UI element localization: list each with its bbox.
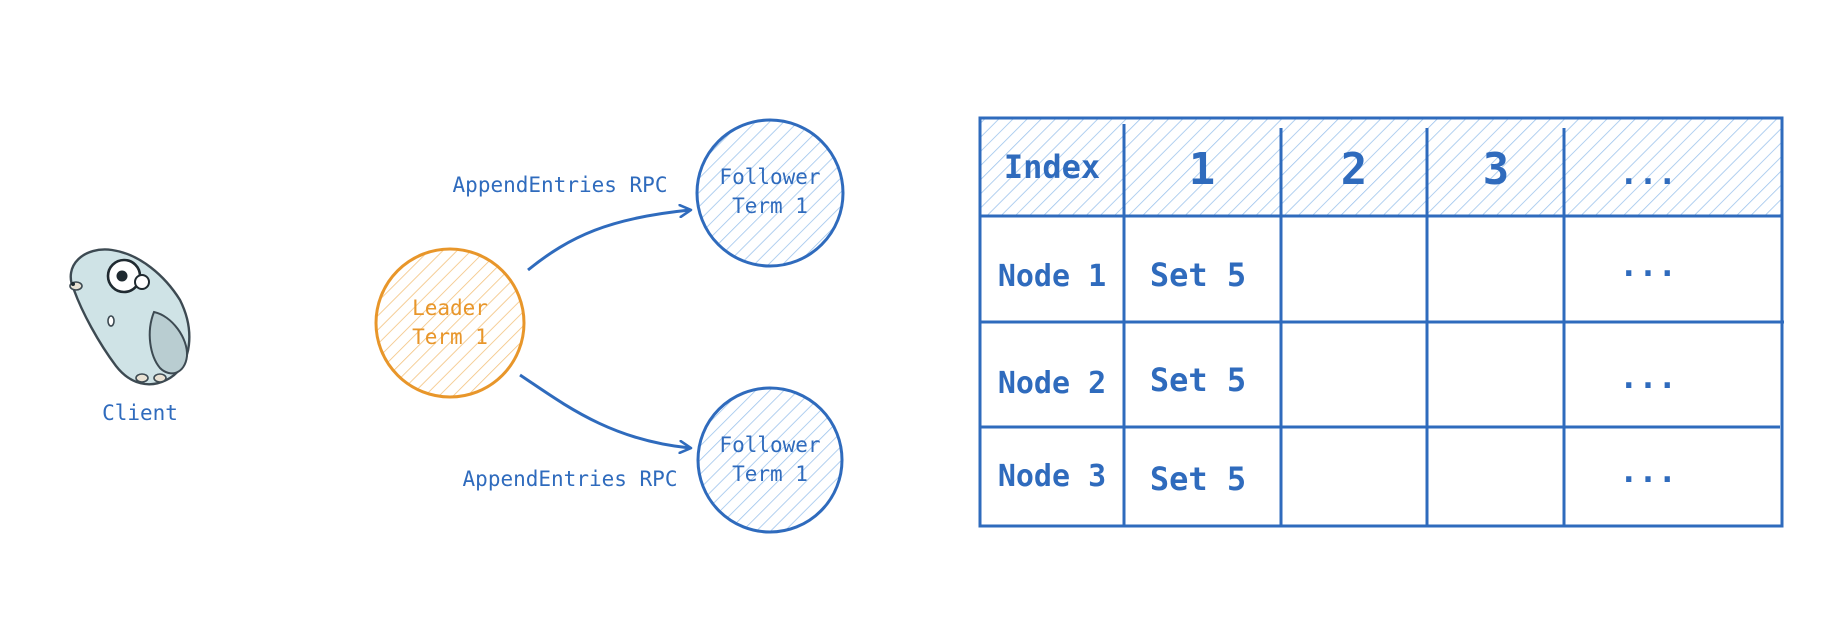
rpc-label-bottom: AppendEntries RPC xyxy=(463,467,678,491)
header-cell-index: Index xyxy=(1004,148,1100,186)
follower-2-role-label: Follower xyxy=(719,433,820,457)
follower-2-term-label: Term 1 xyxy=(732,462,808,486)
row-2-entry-1: Set 5 xyxy=(1150,361,1246,399)
log-table: Index 1 2 3 ... Node 1 Set 5 ... Node 2 … xyxy=(978,116,1784,528)
leader-role-label: Leader xyxy=(412,296,488,320)
follower-node-1: Follower Term 1 xyxy=(695,118,845,268)
header-cell-more: ... xyxy=(1619,154,1677,192)
header-cell-1: 1 xyxy=(1189,144,1216,195)
follower-1-circle xyxy=(695,118,845,268)
leader-node: Leader Term 1 xyxy=(374,247,526,399)
leader-circle xyxy=(374,247,526,399)
row-2-node-label: Node 2 xyxy=(998,366,1106,401)
row-3-entry-1: Set 5 xyxy=(1150,460,1246,498)
row-1-entry-more: ... xyxy=(1619,246,1677,284)
row-1-node-label: Node 1 xyxy=(998,259,1106,294)
follower-1-role-label: Follower xyxy=(719,165,820,189)
client-node: Client xyxy=(69,248,191,425)
follower-1-term-label: Term 1 xyxy=(732,194,808,218)
row-1-entry-1: Set 5 xyxy=(1150,256,1246,294)
log-table-header-band xyxy=(980,118,1782,216)
header-cell-2: 2 xyxy=(1341,144,1368,195)
leader-term-label: Term 1 xyxy=(412,325,488,349)
arrow-to-follower-2 xyxy=(519,373,690,448)
row-3-entry-more: ... xyxy=(1619,452,1677,490)
rpc-label-top: AppendEntries RPC xyxy=(453,173,668,197)
follower-node-2: Follower Term 1 xyxy=(696,386,844,534)
arrow-to-follower-1 xyxy=(527,210,690,272)
header-cell-3: 3 xyxy=(1483,144,1510,195)
row-2-entry-more: ... xyxy=(1619,358,1677,396)
follower-2-circle xyxy=(696,386,844,534)
client-label: Client xyxy=(102,401,178,425)
row-3-node-label: Node 3 xyxy=(998,459,1106,494)
gopher-mascot-icon xyxy=(69,248,191,386)
